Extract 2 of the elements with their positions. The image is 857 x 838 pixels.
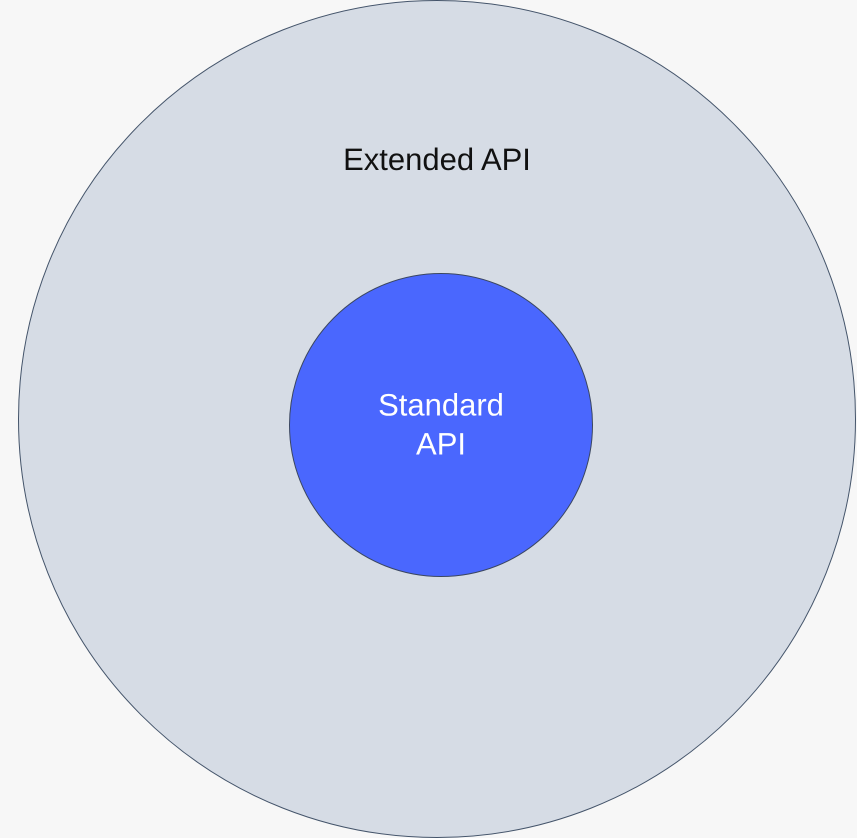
circle-label: Extended API <box>342 141 532 179</box>
circle-label: Standard API <box>377 386 505 463</box>
